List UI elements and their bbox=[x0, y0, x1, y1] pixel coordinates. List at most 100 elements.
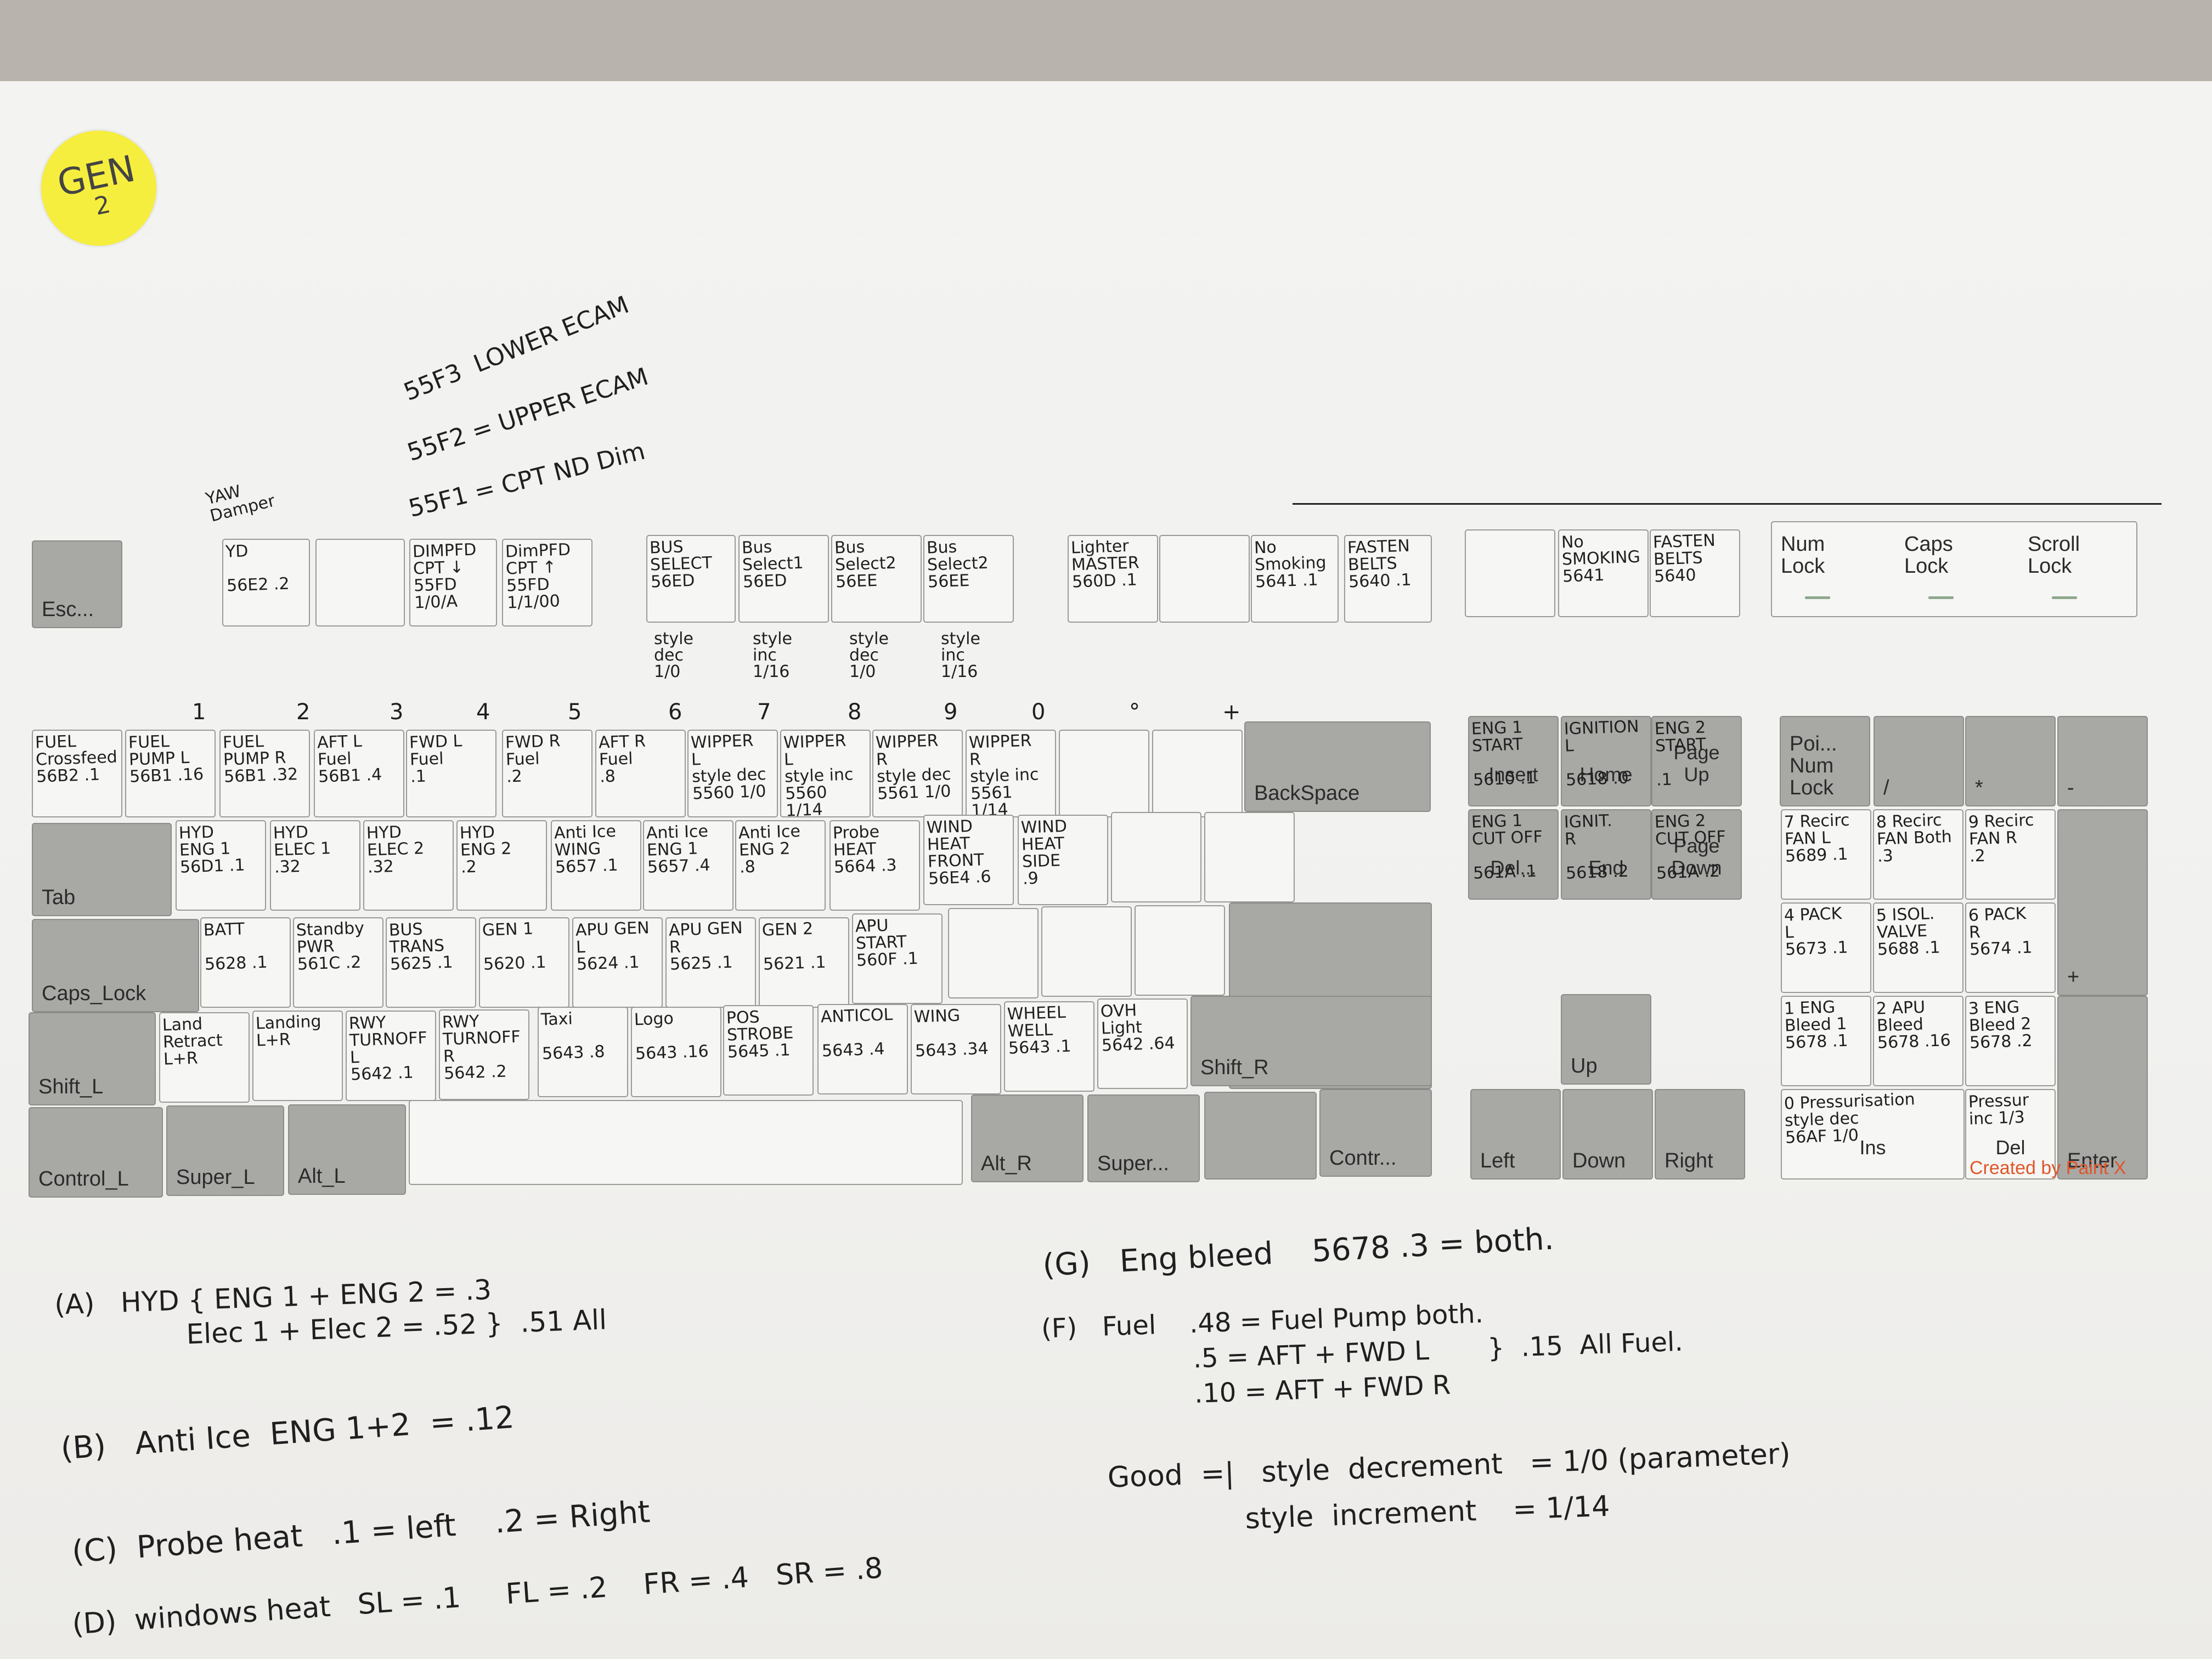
key-k7[interactable]: WIPPER L style dec 5560 1/0 bbox=[687, 730, 778, 817]
key-k6[interactable]: AFT R Fuel .8 bbox=[595, 730, 686, 817]
key-s[interactable]: Standby PWR 561C .2 bbox=[293, 917, 383, 1008]
key-m[interactable]: POS STROBE 5645 .1 bbox=[723, 1005, 814, 1096]
key-grave[interactable]: FUEL Crossfeed 56B2 .1 bbox=[32, 730, 122, 817]
key-h[interactable]: APU GEN R 5625 .1 bbox=[665, 917, 756, 1008]
key-f6[interactable]: Bus Select1 56ED bbox=[738, 535, 829, 623]
key-e[interactable]: HYD ELEC 2 .32 bbox=[363, 820, 454, 911]
key-v[interactable]: RWY TURNOFF R 5642 .2 bbox=[439, 1009, 529, 1100]
key-numadd[interactable]: + bbox=[2057, 809, 2148, 996]
key-f3[interactable]: DIMPFD CPT ↓ 55FD 1/0/A bbox=[409, 539, 497, 627]
key-i[interactable]: Probe HEAT 5664 .3 bbox=[830, 820, 920, 911]
key-space[interactable] bbox=[409, 1100, 963, 1185]
key-lalt[interactable]: Alt_L bbox=[288, 1104, 406, 1195]
key-lctrl[interactable]: Control_L bbox=[29, 1107, 163, 1198]
key-d[interactable]: BUS TRANS 5625 .1 bbox=[386, 917, 476, 1008]
key-yd[interactable]: YD 56E2 .2 bbox=[222, 539, 310, 627]
key-right[interactable]: Right bbox=[1655, 1089, 1745, 1180]
key-k5[interactable]: FWD R Fuel .2 bbox=[502, 730, 592, 817]
key-backspace[interactable]: BackSpace bbox=[1244, 721, 1431, 812]
key-rsuper[interactable]: Super... bbox=[1087, 1094, 1200, 1182]
key-ralt[interactable]: Alt_R bbox=[971, 1094, 1084, 1182]
key-k0[interactable]: WIPPER R style inc 5561 1/14 bbox=[966, 730, 1056, 817]
key-prt[interactable] bbox=[1465, 529, 1555, 617]
key-num4[interactable]: 4 PACK L 5673 .1 bbox=[1781, 902, 1871, 993]
key-f[interactable]: GEN 1 5620 .1 bbox=[479, 917, 569, 1008]
key-f10[interactable] bbox=[1159, 535, 1250, 623]
key-down[interactable]: Down bbox=[1562, 1089, 1653, 1180]
key-rbracket[interactable] bbox=[1204, 812, 1295, 902]
key-num5[interactable]: 5 ISOL. VALVE 5688 .1 bbox=[1873, 902, 1963, 993]
key-k[interactable]: APU START 560F .1 bbox=[852, 913, 943, 1004]
key-period[interactable]: WING 5643 .34 bbox=[911, 1004, 1001, 1094]
key-c[interactable]: RWY TURNOFF L 5642 .1 bbox=[346, 1011, 436, 1101]
key-num9[interactable]: 9 Recirc FAN R .2 bbox=[1965, 809, 2056, 900]
key-numdiv[interactable]: / bbox=[1874, 716, 1964, 806]
key-left[interactable]: Left bbox=[1470, 1089, 1561, 1180]
key-slash[interactable]: WHEEL WELL 5643 .1 bbox=[1004, 1001, 1094, 1092]
key-f9[interactable]: Lighter MASTER 560D .1 bbox=[1068, 535, 1158, 623]
key-num7[interactable]: 7 Recirc FAN L 5689 .1 bbox=[1781, 809, 1871, 900]
key-num2[interactable]: 2 APU Bleed 5678 .16 bbox=[1873, 996, 1963, 1086]
key-f2[interactable] bbox=[315, 539, 405, 627]
key-num6[interactable]: 6 PACK R 5674 .1 bbox=[1965, 902, 2056, 993]
key-menu[interactable] bbox=[1204, 1092, 1317, 1180]
key-f12[interactable]: FASTEN BELTS 5640 .1 bbox=[1344, 535, 1432, 623]
key-k9[interactable]: WIPPER R style dec 5561 1/0 bbox=[872, 730, 963, 817]
key-semicolon[interactable] bbox=[1041, 906, 1132, 997]
key-tab[interactable]: Tab bbox=[32, 823, 172, 916]
key-numlock[interactable]: Poi... Num Lock bbox=[1780, 716, 1870, 806]
key-k4[interactable]: FWD L Fuel .1 bbox=[406, 730, 496, 817]
key-u[interactable]: Anti Ice ENG 2 .8 bbox=[735, 820, 826, 911]
key-n[interactable]: Logo 5643 .16 bbox=[631, 1007, 721, 1097]
key-l[interactable] bbox=[948, 908, 1039, 998]
key-comma[interactable]: ANTICOL 5643 .4 bbox=[817, 1004, 908, 1094]
key-r[interactable]: HYD ENG 2 .2 bbox=[456, 820, 547, 911]
key-k1[interactable]: FUEL PUMP L 56B1 .16 bbox=[125, 730, 216, 817]
key-o[interactable]: WIND HEAT FRONT 56E4 .6 bbox=[923, 815, 1014, 905]
key-scr[interactable]: No SMOKING 5641 bbox=[1558, 529, 1649, 617]
key-num3[interactable]: 3 ENG Bleed 2 5678 .2 bbox=[1965, 996, 2056, 1086]
key-minus[interactable] bbox=[1059, 730, 1149, 817]
key-rctrl[interactable]: Contr... bbox=[1319, 1089, 1432, 1177]
key-b[interactable]: Taxi 5643 .8 bbox=[538, 1007, 628, 1097]
key-quote[interactable] bbox=[1135, 905, 1225, 996]
key-y[interactable]: Anti Ice ENG 1 5657 .4 bbox=[643, 820, 733, 911]
key-a[interactable]: BATT 5628 .1 bbox=[200, 917, 291, 1008]
key-w[interactable]: HYD ELEC 1 .32 bbox=[270, 820, 360, 911]
key-z[interactable]: Land Retract L+R bbox=[159, 1012, 250, 1103]
key-f5[interactable]: BUS SELECT 56ED bbox=[646, 535, 736, 623]
key-k8[interactable]: WIPPER L style inc 5560 1/14 bbox=[780, 730, 871, 817]
key-lbracket[interactable] bbox=[1111, 812, 1201, 902]
key-esc[interactable]: Esc... bbox=[32, 540, 122, 628]
key-rshift[interactable]: Shift_R bbox=[1190, 996, 1432, 1086]
key-capslock[interactable]: Caps_Lock bbox=[32, 919, 199, 1012]
key-f7[interactable]: Bus Select2 56EE bbox=[831, 535, 922, 623]
key-lsuper[interactable]: Super_L bbox=[166, 1105, 284, 1196]
key-del[interactable]: Del...ENG 1 CUT OFF 561A .1 bbox=[1468, 809, 1559, 900]
key-f8[interactable]: Bus Select2 56EE bbox=[923, 535, 1014, 623]
key-up[interactable]: Up bbox=[1561, 994, 1651, 1085]
key-equal[interactable] bbox=[1152, 730, 1243, 817]
key-k3[interactable]: AFT L Fuel 56B1 .4 bbox=[314, 730, 404, 817]
key-num1[interactable]: 1 ENG Bleed 1 5678 .1 bbox=[1781, 996, 1871, 1086]
key-p[interactable]: WIND HEAT SIDE .9 bbox=[1018, 815, 1108, 905]
key-ovh[interactable]: OVH Light 5642 .64 bbox=[1097, 998, 1188, 1089]
key-q[interactable]: HYD ENG 1 56D1 .1 bbox=[176, 820, 266, 911]
key-t[interactable]: Anti Ice WING 5657 .1 bbox=[551, 820, 641, 911]
key-num8[interactable]: 8 Recirc FAN Both .3 bbox=[1873, 809, 1963, 900]
key-f11[interactable]: No Smoking 5641 .1 bbox=[1251, 535, 1339, 623]
key-pause[interactable]: FASTEN BELTS 5640 bbox=[1650, 529, 1740, 617]
key-x[interactable]: Landing L+R bbox=[252, 1011, 343, 1101]
key-numenter[interactable]: Enter bbox=[2057, 996, 2148, 1180]
key-f4[interactable]: DimPFD CPT ↑ 55FD 1/1/00 bbox=[502, 539, 592, 627]
key-lshift[interactable]: Shift_L bbox=[29, 1012, 156, 1105]
key-numsub[interactable]: - bbox=[2057, 716, 2148, 806]
key-k2[interactable]: FUEL PUMP R 56B1 .32 bbox=[219, 730, 310, 817]
